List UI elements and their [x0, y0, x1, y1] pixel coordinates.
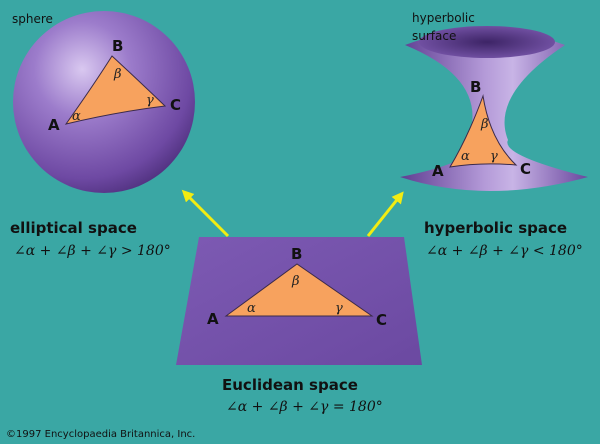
plane-angle-alpha: α — [247, 301, 256, 316]
sphere-label: sphere — [12, 12, 53, 26]
sphere-angle-beta: β — [113, 67, 122, 82]
hyperbolic-vertex-c: C — [520, 160, 531, 178]
hyperbolic-surface-figure: hyperbolic surface A B C α β γ — [400, 11, 588, 191]
plane-angle-beta: β — [291, 274, 300, 289]
elliptical-space-formula: ∠α + ∠β + ∠γ > 180° — [14, 243, 171, 259]
elliptical-space-title: elliptical space — [10, 219, 137, 237]
hyperbolic-angle-alpha: α — [461, 149, 470, 164]
euclidean-space-formula: ∠α + ∠β + ∠γ = 180° — [226, 399, 383, 415]
arrow-to-hyperbolic — [366, 191, 404, 237]
hyperbolic-space-formula: ∠α + ∠β + ∠γ < 180° — [426, 243, 583, 259]
plane-angle-gamma: γ — [335, 301, 343, 316]
hyperbolic-angle-beta: β — [480, 117, 489, 132]
sphere-vertex-a: A — [48, 116, 60, 134]
euclidean-triangle — [224, 263, 374, 317]
hyperbolic-space-title: hyperbolic space — [424, 219, 567, 237]
hyperbolic-surface-label-line2: surface — [412, 29, 456, 43]
plane-vertex-b: B — [291, 245, 302, 263]
plane-vertex-a: A — [207, 310, 219, 328]
sphere-angle-alpha: α — [72, 109, 81, 124]
hyperbolic-triangle — [449, 94, 518, 168]
sphere-angle-gamma: γ — [146, 93, 154, 108]
sphere-triangle — [64, 55, 167, 125]
hyperbolic-vertex-a: A — [432, 162, 444, 180]
hyperbolic-vertex-b: B — [470, 78, 481, 96]
hyperbolic-surface-label-line1: hyperbolic — [412, 11, 475, 25]
hyperbolic-angle-gamma: γ — [490, 149, 498, 164]
hyperbolic-surface-shape — [400, 30, 588, 191]
sphere-figure: sphere A B C α β γ — [12, 11, 195, 193]
hyperbolic-top-rim — [419, 26, 555, 58]
copyright-notice: ©1997 Encyclopaedia Britannica, Inc. — [6, 429, 195, 440]
plane-vertex-c: C — [376, 311, 387, 329]
euclidean-plane-figure: A B C α β γ — [176, 237, 422, 365]
arrow-to-sphere — [181, 189, 230, 238]
sphere-vertex-b: B — [112, 37, 123, 55]
sphere-vertex-c: C — [170, 96, 181, 114]
euclidean-space-title: Euclidean space — [222, 376, 358, 394]
